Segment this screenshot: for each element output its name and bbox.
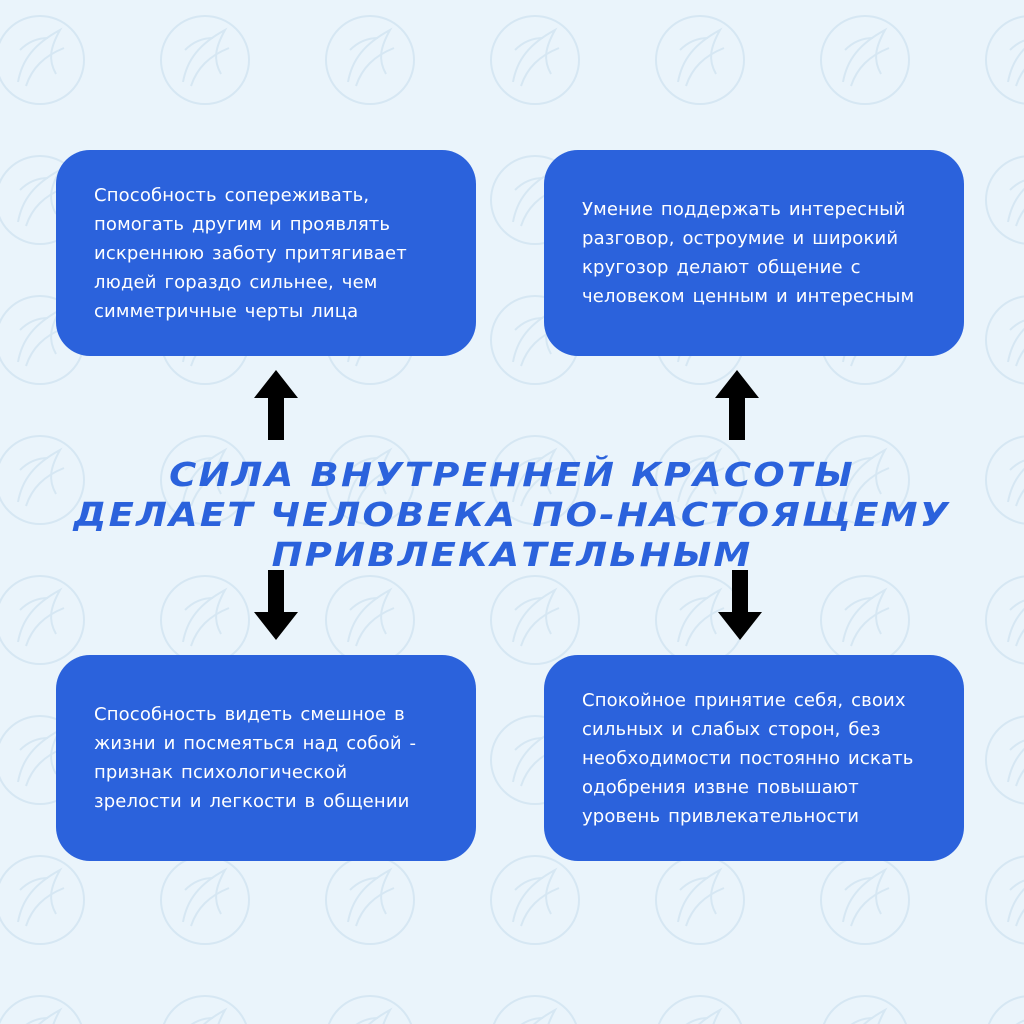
headline-line-2: ДЕЛАЕТ ЧЕЛОВЕКА ПО-НАСТОЯЩЕМУ <box>73 495 951 534</box>
headline-line-1: СИЛА ВНУТРЕННЕЙ КРАСОТЫ <box>169 455 855 494</box>
arrow-up-icon <box>254 370 298 440</box>
arrow-up-icon <box>715 370 759 440</box>
headline: СИЛА ВНУТРЕННЕЙ КРАСОТЫ ДЕЛАЕТ ЧЕЛОВЕКА … <box>40 455 984 575</box>
card-self-acceptance: Спокойное принятие себя, своих сильных и… <box>544 655 964 861</box>
arrow-down-icon <box>718 570 762 640</box>
card-humor-text: Способность видеть смешное в жизни и пос… <box>94 704 417 812</box>
card-empathy: Способность сопереживать, помогать други… <box>56 150 476 356</box>
card-self-acceptance-text: Спокойное принятие себя, своих сильных и… <box>582 689 914 827</box>
card-empathy-text: Способность сопереживать, помогать други… <box>94 184 407 322</box>
headline-line-3: ПРИВЛЕКАТЕЛЬНЫМ <box>271 535 753 574</box>
card-humor: Способность видеть смешное в жизни и пос… <box>56 655 476 861</box>
arrow-down-icon <box>254 570 298 640</box>
card-conversation-text: Умение поддержать интересный разговор, о… <box>582 199 915 307</box>
card-conversation: Умение поддержать интересный разговор, о… <box>544 150 964 356</box>
